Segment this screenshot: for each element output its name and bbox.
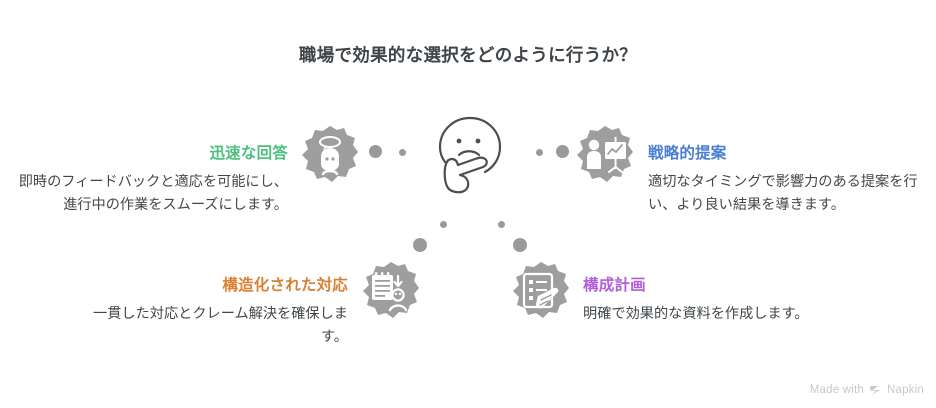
branch-structured-response: 構造化された対応 一貫した対応とクレーム解決を確保します。 [70,276,348,349]
connector-dot [399,149,406,156]
document-writing-hand-icon [510,260,572,322]
connector-dot [513,238,527,252]
branch-body: 即時のフィードバックと適応を可能にし、進行中の作業をスムーズにします。 [18,174,288,214]
branch-heading: 構成計画 [583,277,646,294]
branch-heading: 戦略的提案 [648,145,727,162]
thinking-face-icon [430,112,510,198]
presenter-chart-board-icon [574,124,636,186]
branch-strategic-proposal: 戦略的提案 適切なタイミングで影響力のある提案を行い、より良い結果を導きます。 [648,144,920,217]
watermark-made-with-label: Made with [809,384,864,396]
branch-body: 適切なタイミングで影響力のある提案を行い、より良い結果を導きます。 [648,174,918,214]
branch-body: 明確で効果的な資料を作成します。 [583,306,809,323]
connector-dot [369,145,382,158]
branch-body: 一貫した対応とクレーム解決を確保します。 [93,306,348,346]
branch-quick-response: 迅速な回答 即時のフィードバックと適応を可能にし、進行中の作業をスムーズにします… [18,144,288,217]
connector-dot [440,221,447,228]
connector-dot [413,238,427,252]
notepad-to-person-icon [360,260,422,322]
connector-dot [498,221,505,228]
connector-dot [556,145,569,158]
page-title: 職場で効果的な選択をどのように行うか？ [298,45,638,65]
watermark-brand-label: Napkin [887,384,924,396]
connector-dot [536,149,543,156]
branch-heading: 構造化された対応 [222,277,348,294]
napkin-logo-icon [869,384,882,396]
person-speech-bubble-icon [299,124,361,186]
branch-composition-plan: 構成計画 明確で効果的な資料を作成します。 [583,276,873,326]
branch-heading: 迅速な回答 [209,145,288,162]
napkin-watermark: Made with Napkin [810,384,924,396]
